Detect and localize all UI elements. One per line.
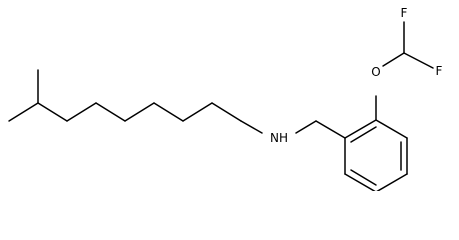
ring-bond-5 <box>344 173 376 191</box>
fluorine-top-label: F <box>401 6 408 20</box>
bond-chain-4 <box>124 102 155 122</box>
fluorine-right-label: F <box>436 64 443 78</box>
ring-bond-2 <box>375 119 408 139</box>
bond-c-to-f-right <box>403 52 434 69</box>
bond-methyl-left <box>8 102 39 122</box>
bond-chain-2 <box>66 102 97 122</box>
bond-n-to-ch2 <box>295 120 317 134</box>
bond-chain-1 <box>37 102 68 122</box>
bond-chain-to-n <box>240 120 263 134</box>
ring-double-1 <box>350 126 377 143</box>
nitrogen-label: NH <box>270 131 288 145</box>
ring-double-3 <box>350 169 377 186</box>
molecule-diagram: NH O F F <box>8 6 443 191</box>
bond-chain-7 <box>211 102 242 122</box>
bond-ch2-to-ring <box>315 120 346 139</box>
bond-chain-5 <box>153 102 184 122</box>
ring-bond-1 <box>344 119 377 139</box>
ring-bond-4 <box>376 173 408 191</box>
alkyl-chain <box>8 69 263 134</box>
oxygen-label: O <box>371 65 380 79</box>
bond-chain-3 <box>95 102 126 122</box>
bond-o-to-chf2 <box>382 52 405 67</box>
bond-chain-6 <box>182 102 213 122</box>
benzene-ring <box>344 119 408 191</box>
